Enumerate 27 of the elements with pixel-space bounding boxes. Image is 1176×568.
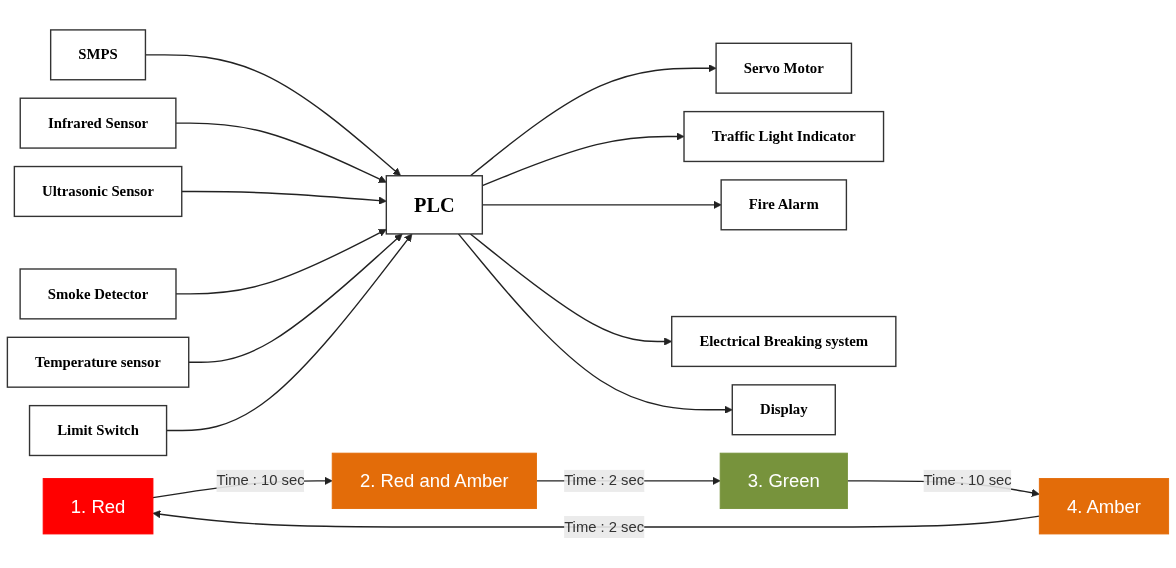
node-box: Fire Alarm	[720, 179, 848, 231]
node-box: 1. Red	[42, 478, 154, 535]
node-box: Display	[731, 384, 836, 436]
node-box: Electrical Breaking system	[671, 315, 897, 368]
node-box: Ultrasonic Sensor	[13, 165, 183, 218]
node-box: Infrared Sensor	[19, 97, 177, 149]
node-box: SMPS	[49, 29, 147, 81]
node-box: Temperature sensor	[6, 336, 190, 388]
arrow	[175, 122, 387, 183]
edge-label: Time : 2 sec	[564, 518, 645, 535]
edge-label: Time : 10 sec	[923, 472, 1012, 489]
node-box: Limit Switch	[28, 404, 168, 457]
edge-label: Time : 2 sec	[564, 472, 645, 489]
arrow	[469, 64, 717, 177]
edge-label: Time : 10 sec	[216, 472, 305, 489]
node-box: Servo Motor	[715, 42, 853, 94]
node-box: 2. Red and Amber	[331, 452, 537, 509]
node-box: 3. Green	[719, 452, 848, 509]
arrow	[457, 233, 733, 414]
node-box: 4. Amber	[1038, 478, 1170, 535]
arrow	[188, 233, 403, 363]
node-box: Smoke Detector	[19, 268, 177, 320]
node-box: PLC	[385, 175, 483, 235]
arrow	[175, 229, 387, 295]
arrow	[181, 190, 387, 205]
arrow	[152, 510, 1040, 528]
node-box: Traffic Light Indicator	[683, 110, 885, 163]
